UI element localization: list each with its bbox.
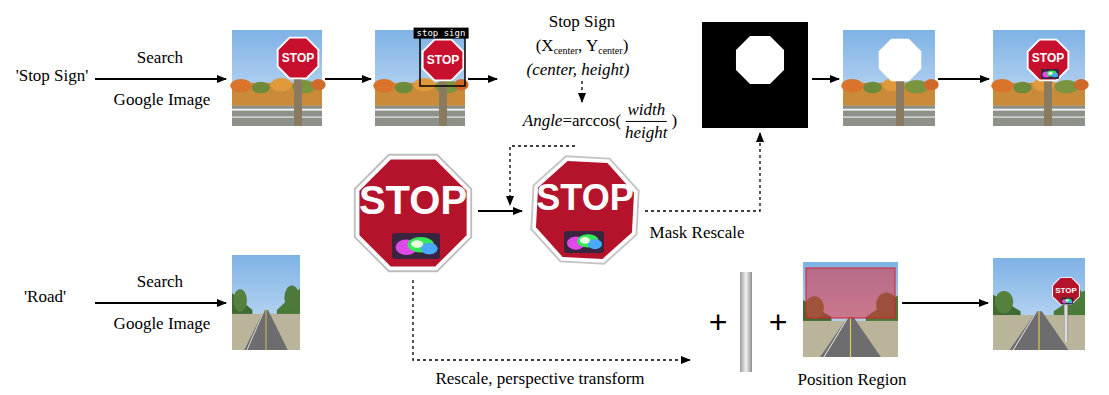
detected-stop-sign-photo: [373, 30, 468, 126]
dashed-arrow: [413, 280, 690, 360]
sign-text: STOP: [1055, 287, 1077, 295]
flow-arrow: [938, 78, 989, 80]
road-photo: [232, 255, 300, 350]
formula-text: Angle: [523, 111, 563, 131]
pole-image: [740, 272, 752, 372]
rotated-stop-sign: [529, 154, 642, 267]
flow-arrow: [812, 78, 839, 80]
step-label: Google Image: [114, 314, 211, 334]
flow-arrow: [468, 78, 497, 80]
fraction-numerator: width: [625, 100, 667, 122]
plus-sign: +: [709, 306, 728, 338]
detection-tag: stop sign: [414, 28, 469, 39]
step-label: Search: [137, 272, 183, 292]
coordinate-text: , Y: [578, 36, 598, 56]
search-arrow: [95, 302, 226, 304]
plus-sign: +: [769, 306, 788, 338]
sign-text: STOP: [1032, 52, 1064, 64]
flow-arrow: [325, 78, 371, 80]
step-label: Google Image: [114, 90, 211, 110]
sign-text: STOP: [282, 52, 314, 64]
subscript: center: [598, 45, 622, 57]
search-term: 'Stop Sign': [16, 66, 89, 86]
step-label: Rescale, perspective transform: [435, 369, 644, 389]
search-arrow: [95, 78, 226, 80]
fraction-denominator: height: [623, 122, 670, 143]
sign-text: STOP: [427, 54, 459, 66]
composited-road-photo: [993, 258, 1085, 350]
search-term: 'Road': [24, 287, 66, 307]
coordinate-row: (Xcenter, Ycenter): [536, 36, 629, 56]
adversarial-stop-sign: [354, 154, 472, 272]
dashed-arrow: [645, 133, 760, 211]
step-label: Search: [137, 48, 183, 68]
dashed-arrow: [581, 81, 582, 102]
sign-text: STOP: [359, 180, 467, 220]
subscript: center: [554, 45, 578, 57]
flow-arrow: [478, 210, 522, 212]
angle-formula: Angle=arccos(widthheight): [523, 100, 678, 142]
fraction: widthheight: [623, 100, 670, 142]
coordinate-text: ): [623, 36, 629, 56]
step-label: Mask Rescale: [650, 223, 745, 243]
formula-text: =arccos(: [562, 111, 621, 131]
step-label: Position Region: [797, 370, 906, 390]
output-text: (center, height): [527, 60, 630, 80]
flow-arrow: [902, 302, 988, 304]
coordinate-text: (X: [536, 36, 554, 56]
mask-image: [702, 22, 808, 128]
masked-photo: [841, 30, 939, 126]
position-region-photo: [803, 262, 898, 357]
stop-sign-photo: [230, 30, 325, 126]
sign-text: STOP: [536, 180, 633, 216]
output-heading: Stop Sign: [549, 12, 616, 32]
patched-stop-sign-photo: [991, 30, 1089, 126]
formula-text: ): [672, 111, 678, 131]
